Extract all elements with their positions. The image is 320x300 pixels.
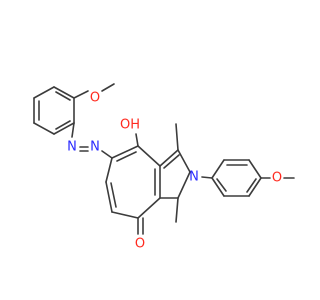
structure-diagram: O N N OH O N: [33, 83, 295, 252]
atom-o-ketone: O: [135, 237, 145, 252]
hydroxyl-group: OH: [120, 118, 140, 147]
atom-oh: OH: [120, 118, 140, 133]
anisyl-ring-left: [33, 86, 75, 135]
anisyl-ring-right: [211, 159, 262, 197]
methyl-groups: [175, 123, 179, 223]
azo-linkage: N N: [67, 122, 113, 159]
methoxy-left: O: [73, 83, 115, 106]
methoxy-right: O: [260, 171, 295, 186]
methyl-top: [175, 123, 179, 151]
pyrrole-ring: N: [159, 149, 199, 199]
atom-o-methoxy-right: O: [272, 171, 282, 186]
cycloheptatriene-ring: [105, 145, 161, 219]
n-aryl-bond: [201, 176, 213, 179]
atom-o-methoxy-left: O: [90, 91, 100, 106]
ketone-group: O: [135, 217, 145, 252]
atom-n-pyrrole: N: [189, 170, 199, 185]
atom-n-azo-2: N: [90, 140, 100, 155]
atom-n-azo-1: N: [67, 140, 77, 155]
methyl-bottom: [175, 197, 179, 223]
molecule-canvas: O N N OH O N: [33, 83, 295, 252]
